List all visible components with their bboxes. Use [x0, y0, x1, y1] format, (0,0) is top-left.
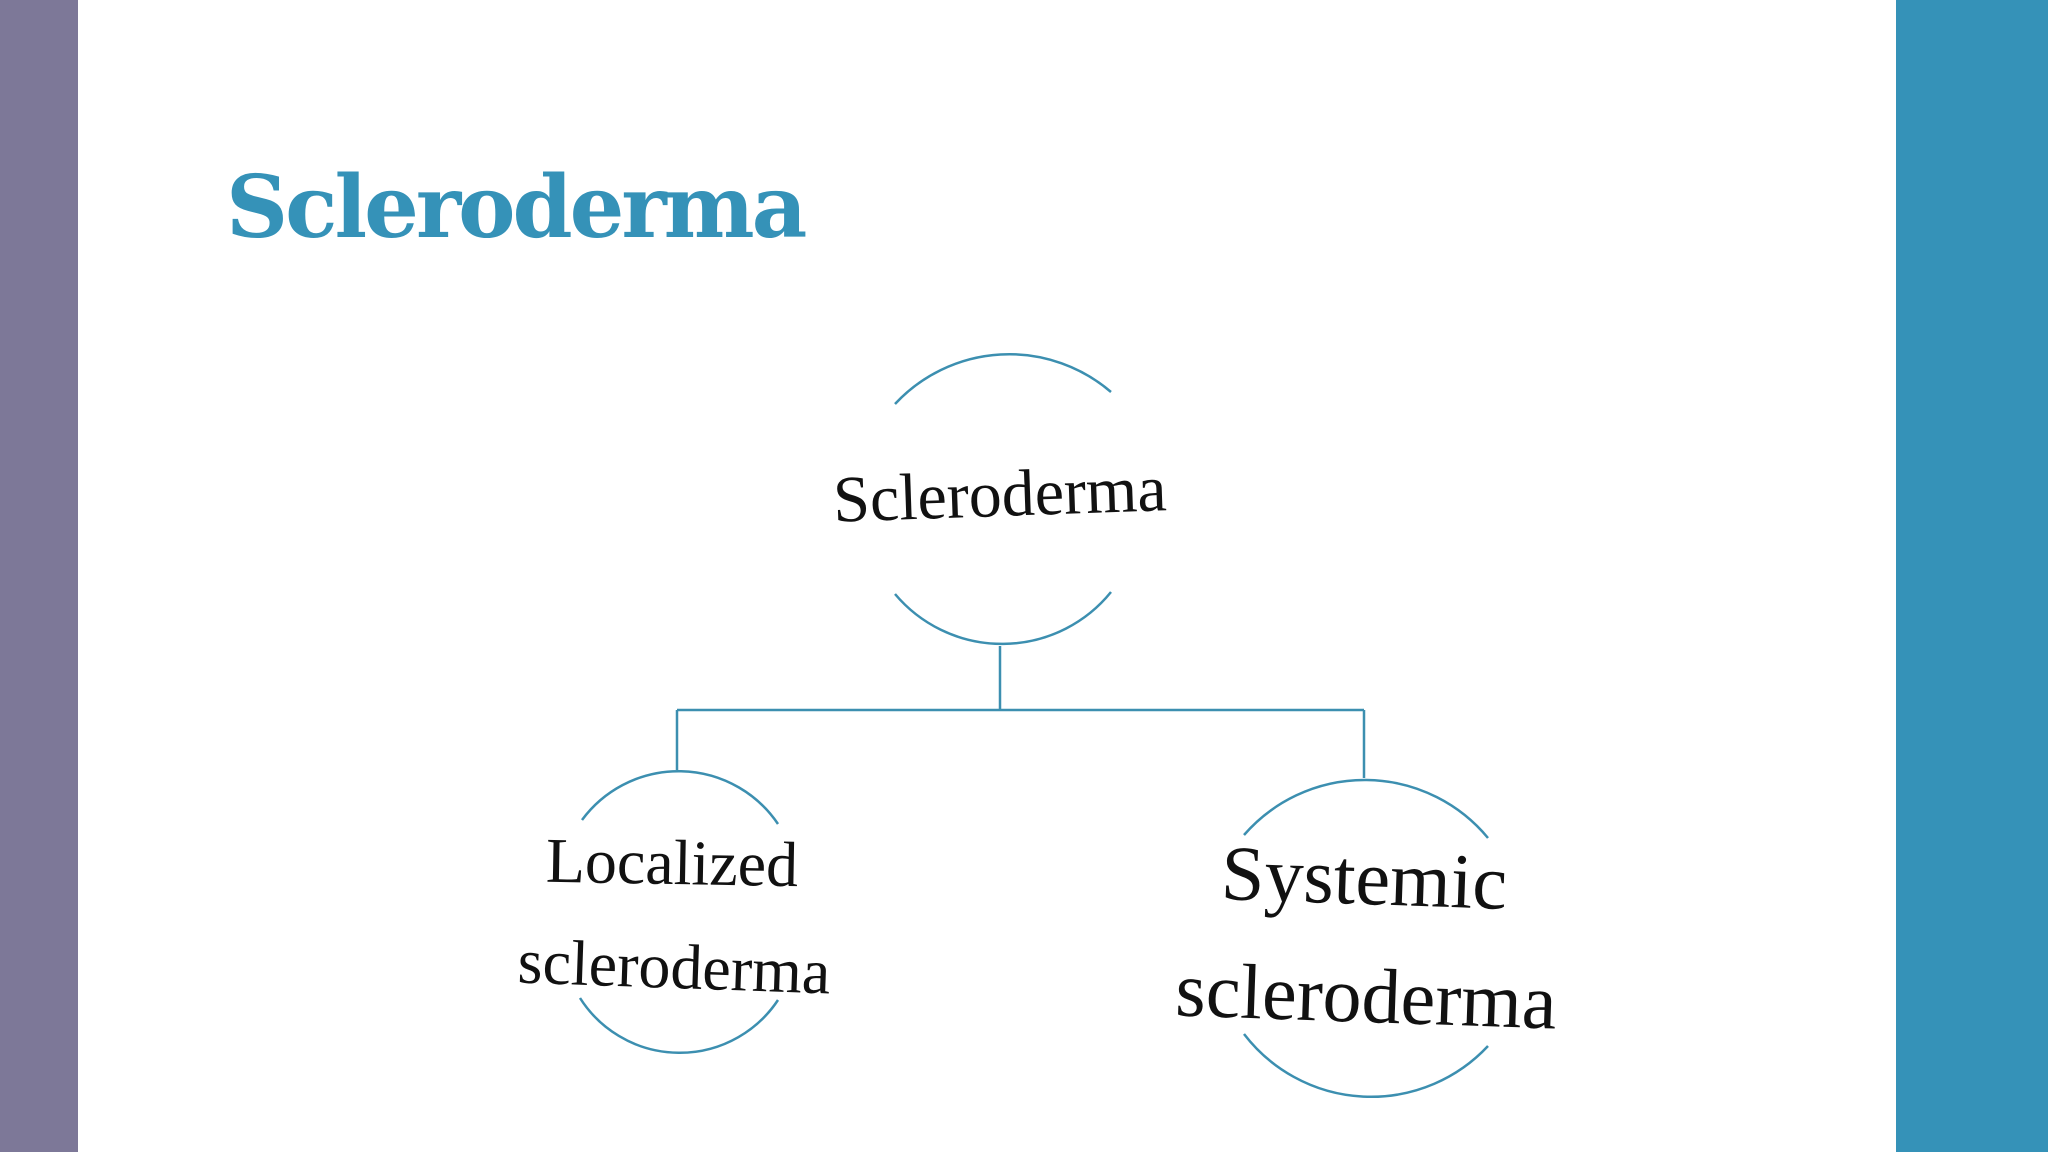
node-root-label: Scleroderma: [832, 452, 1168, 537]
connector-lines: [675, 646, 1366, 778]
node-localized-arc-bottom: [578, 997, 780, 1055]
node-localized-arc-top: [580, 769, 780, 825]
left-accent-bar: [0, 0, 78, 1152]
node-localized-label-line2: scleroderma: [517, 926, 832, 1008]
right-accent-bar: [1896, 0, 2048, 1152]
node-systemic-label-line2: scleroderma: [1174, 945, 1558, 1045]
node-localized-label-line1: Localized: [545, 825, 798, 900]
slide-title: Scleroderma: [226, 157, 807, 258]
node-root: Scleroderma: [832, 353, 1168, 646]
node-systemic-arc-top: [1243, 778, 1489, 839]
node-root-arc-top: [894, 353, 1112, 405]
node-root-arc-bottom: [894, 591, 1112, 646]
node-systemic: Systemic scleroderma: [1174, 778, 1558, 1099]
node-systemic-arc-bottom: [1243, 1033, 1489, 1099]
node-systemic-label-line1: Systemic: [1220, 829, 1509, 926]
node-localized: Localized scleroderma: [517, 769, 832, 1055]
